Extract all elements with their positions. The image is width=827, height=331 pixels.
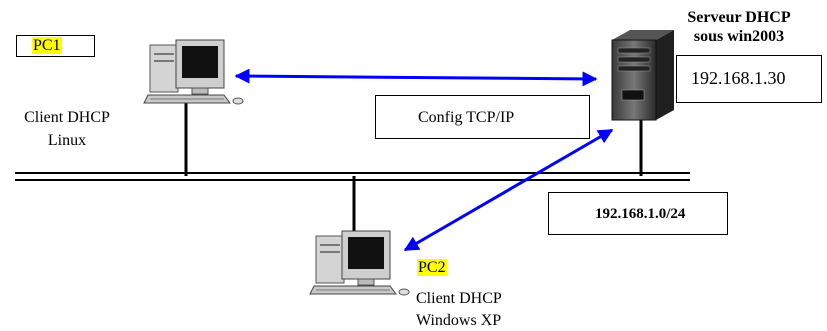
pc2-role-line2: Windows XP: [416, 312, 502, 329]
pc1-role-line2: Linux: [47, 132, 87, 149]
server-ip-box: 192.168.1.30: [676, 55, 822, 103]
subnet-box: 192.168.1.0/24: [548, 192, 728, 235]
pc1-tag: PC1: [32, 37, 62, 54]
server-title-line2: sous win2003: [693, 28, 785, 45]
pc2-computer-icon: [309, 230, 410, 296]
server-ip: 192.168.1.30: [691, 68, 786, 88]
server-tower-icon: [611, 30, 674, 121]
config-tcpip-box: Config TCP/IP: [375, 95, 590, 139]
pc2-tag-wrap: PC2: [417, 258, 447, 278]
pc1-tag-box: PC1: [16, 35, 95, 57]
config-tcpip-label: Config TCP/IP: [418, 109, 515, 126]
dhcp-exchange-arrow-pc2: [403, 128, 614, 252]
subnet-label: 192.168.1.0/24: [595, 206, 686, 222]
pc1-role-line1: Client DHCP: [24, 109, 110, 126]
pc2-tag: PC2: [417, 259, 447, 276]
dhcp-exchange-arrow-pc1: [234, 68, 598, 87]
pc1-computer-icon: [143, 39, 244, 105]
pc2-role-line1: Client DHCP: [416, 290, 502, 307]
server-title-line1: Serveur DHCP: [687, 9, 791, 26]
